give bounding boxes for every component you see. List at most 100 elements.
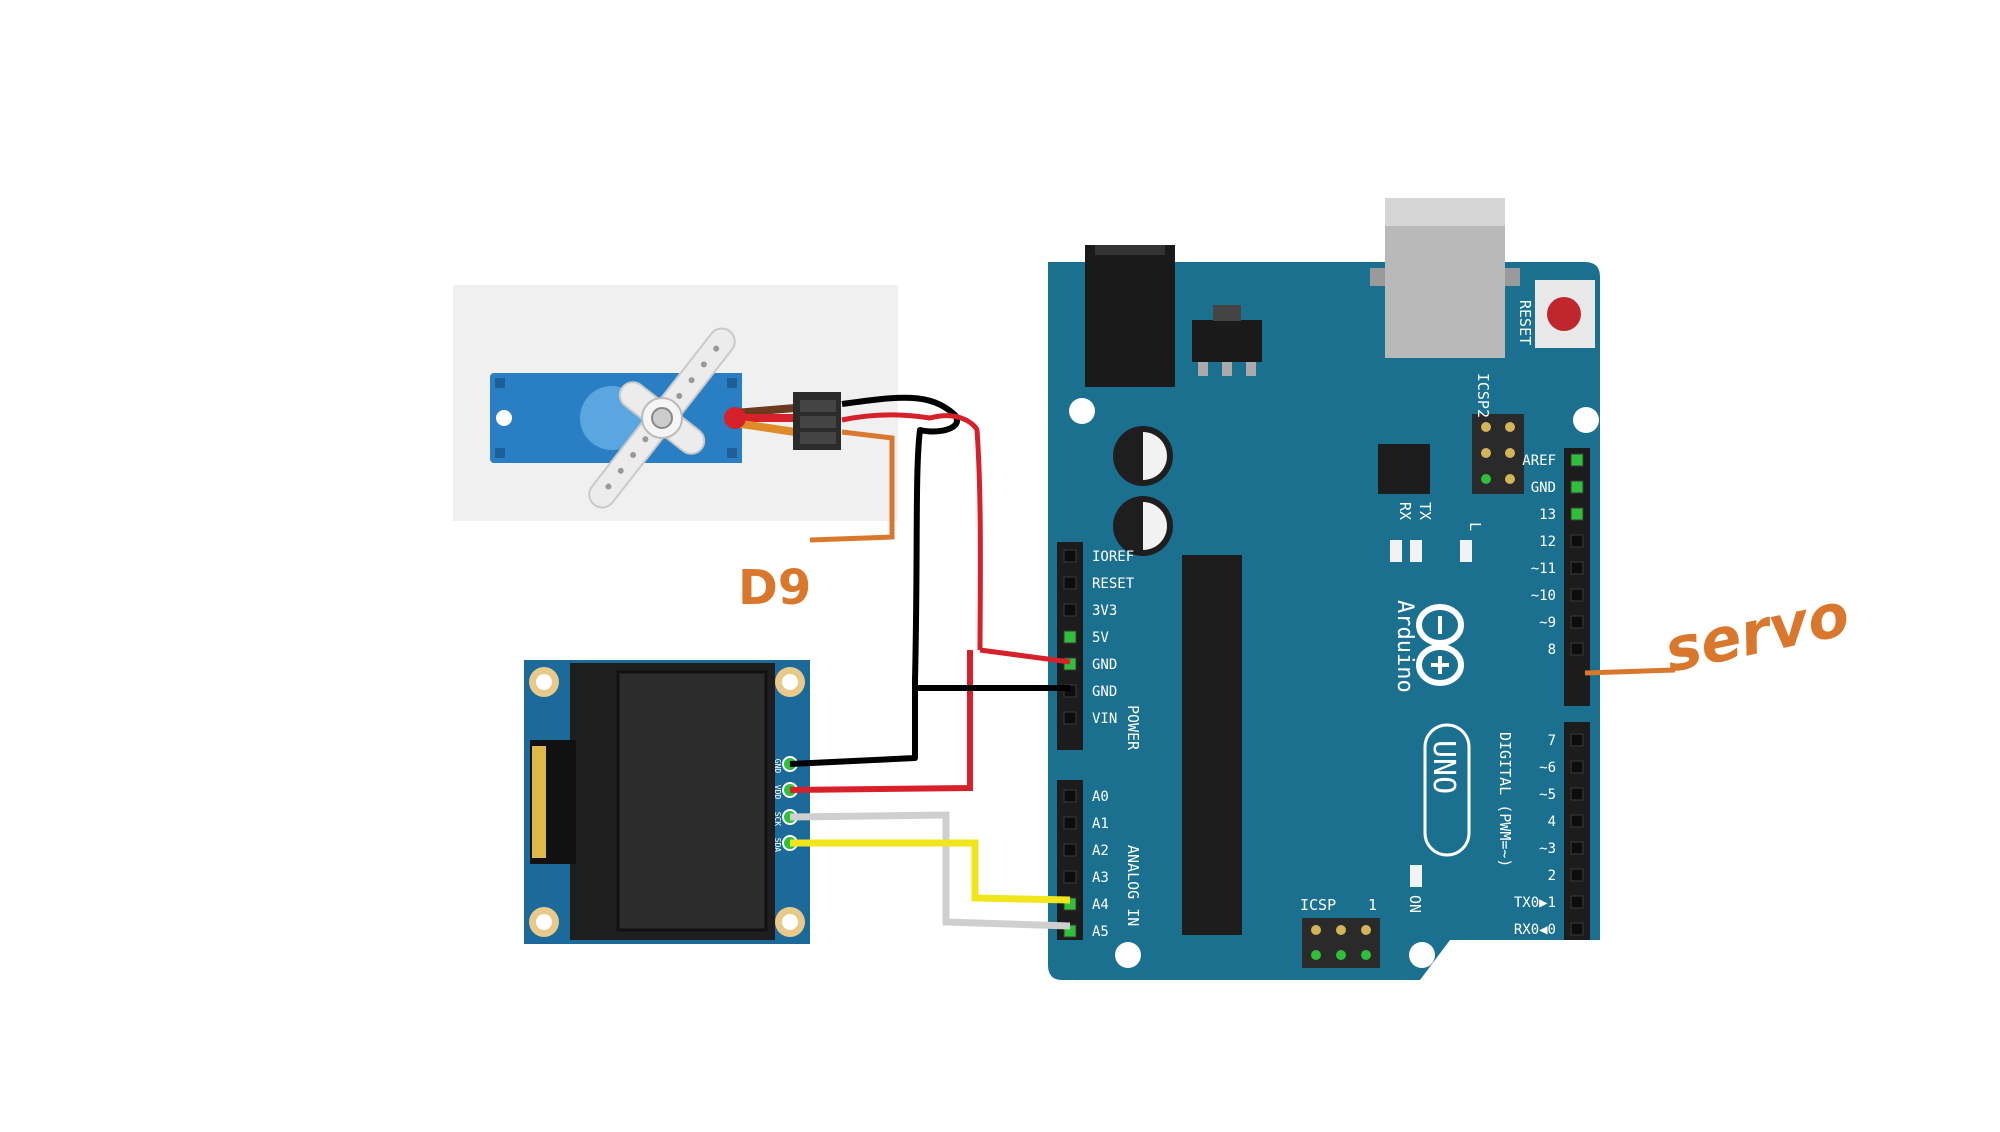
servo-pointer-line — [1584, 667, 1676, 676]
on-led — [1410, 865, 1422, 887]
arduino-uno-board: RESET ICSP2 TX RX L ON — [1048, 198, 1600, 980]
pin-label: ~11 — [1531, 561, 1556, 577]
pin-label: GND — [1531, 480, 1556, 496]
header-pin — [1570, 814, 1584, 828]
header-pin — [1063, 843, 1077, 857]
header-pin — [1570, 588, 1584, 602]
oled-pin-vdd: VDD — [773, 785, 782, 800]
pin-label: ~9 — [1539, 615, 1556, 631]
analog-section-label: ANALOG IN — [1124, 845, 1142, 926]
pin-label: ~3 — [1539, 841, 1556, 857]
pin-label: ~6 — [1539, 760, 1556, 776]
servo-motor — [453, 285, 898, 521]
digital-section-label: DIGITAL (PWM=~) — [1496, 732, 1514, 867]
capacitor — [1113, 426, 1173, 556]
pin-label: 4 — [1548, 814, 1556, 830]
l-led-label: L — [1466, 522, 1484, 531]
atmega-chip — [1182, 555, 1242, 935]
header-pin — [1570, 615, 1584, 629]
rx-led — [1390, 540, 1402, 562]
pin-label: 5V — [1092, 630, 1109, 646]
d9-annotation: D9 — [738, 560, 811, 616]
header-pin — [1063, 789, 1077, 803]
servo-annotation: servo — [1659, 579, 1856, 686]
pin-label: A0 — [1092, 789, 1109, 805]
handwritten-annotations: servo D9 — [738, 560, 1855, 687]
pin-label: IOREF — [1092, 549, 1134, 565]
oled-pin-sda: SDA — [773, 838, 782, 853]
icsp2-header — [1472, 414, 1524, 494]
pin-label: ~5 — [1539, 787, 1556, 803]
wire-servo-gnd — [789, 394, 960, 767]
pin-label: GND — [1092, 657, 1117, 673]
header-pin — [1063, 576, 1077, 590]
pin-label: TX0▶1 — [1514, 895, 1556, 911]
icsp-pin1: 1 — [1368, 896, 1377, 914]
arduino-brand: Arduino — [1392, 600, 1417, 693]
pin-label: 8 — [1548, 642, 1556, 658]
icsp-label: ICSP — [1300, 896, 1336, 914]
pin-label: GND — [1092, 684, 1117, 700]
wire-servo-signal — [809, 429, 895, 543]
pin-label: A1 — [1092, 816, 1109, 832]
pin-label: VIN — [1092, 711, 1117, 727]
tx-led — [1410, 540, 1422, 562]
servo-mount-left — [490, 373, 540, 463]
power-section-label: POWER — [1124, 705, 1142, 751]
pin-label: A2 — [1092, 843, 1109, 859]
voltage-regulator — [1192, 320, 1262, 362]
header-pin — [1570, 895, 1584, 909]
header-pin — [1570, 453, 1584, 467]
header-pin — [1570, 561, 1584, 575]
header-pin — [1570, 868, 1584, 882]
pin-label: AREF — [1522, 453, 1556, 469]
l-led — [1460, 540, 1472, 562]
header-pin — [1570, 760, 1584, 774]
pin-label: A5 — [1092, 924, 1109, 940]
header-pin — [1063, 549, 1077, 563]
dc-power-jack — [1085, 245, 1175, 387]
header-pin — [1570, 642, 1584, 656]
header-pin — [1063, 711, 1077, 725]
analog-header — [1057, 780, 1083, 940]
usb-chip — [1378, 444, 1430, 494]
header-pin — [1063, 870, 1077, 884]
wire-sck — [789, 811, 1071, 930]
header-pin — [1570, 733, 1584, 747]
uno-logo: UNO — [1423, 723, 1471, 857]
header-pin — [1570, 922, 1584, 936]
uno-text: UNO — [1426, 740, 1461, 794]
pin-label: 2 — [1548, 868, 1556, 884]
pin-label: 7 — [1548, 733, 1556, 749]
oled-display-module: GND VDD SCK SDA — [524, 660, 810, 944]
header-pin — [1063, 603, 1077, 617]
header-pin — [1570, 787, 1584, 801]
pin-label: 13 — [1539, 507, 1556, 523]
header-pin — [1063, 816, 1077, 830]
pin-label: A3 — [1092, 870, 1109, 886]
arduino-logo — [1416, 604, 1464, 686]
oled-screen — [616, 670, 768, 932]
on-label: ON — [1406, 895, 1424, 913]
pin-label: RX0◀0 — [1514, 922, 1556, 938]
wires — [789, 394, 1071, 930]
header-pin — [1570, 480, 1584, 494]
rx-label: RX — [1396, 502, 1414, 520]
header-pin — [1570, 507, 1584, 521]
oled-pin-gnd: GND — [773, 759, 782, 774]
wire-servo-vcc — [841, 412, 983, 651]
header-pin — [1570, 534, 1584, 548]
header-pin — [1570, 841, 1584, 855]
wire-oled-vdd — [789, 650, 973, 793]
icsp2-label: ICSP2 — [1474, 373, 1492, 418]
oled-pin-sck: SCK — [773, 812, 782, 827]
pin-label: A4 — [1092, 897, 1109, 913]
wire-sda — [790, 839, 1071, 904]
reset-label: RESET — [1516, 300, 1534, 345]
header-pin — [1063, 630, 1077, 644]
pin-label: 12 — [1539, 534, 1556, 550]
pin-label: RESET — [1092, 576, 1135, 592]
pin-label: 3V3 — [1092, 603, 1117, 619]
tx-label: TX — [1416, 502, 1434, 520]
